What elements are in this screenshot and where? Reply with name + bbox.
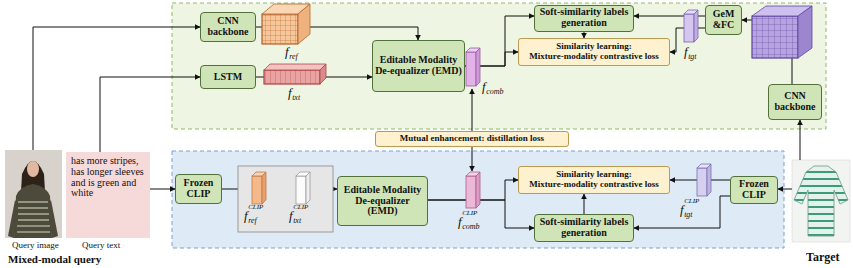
feature-bar [466, 48, 480, 86]
process-box: Frozen CLIP [175, 174, 222, 204]
feature-symbol: f [285, 45, 289, 58]
box-label: has more stripes, has longer sleeves and… [71, 156, 145, 199]
feature-superscript: CLIP [462, 210, 477, 217]
feature-subscript: comb [462, 223, 479, 231]
feature-subscript: txt [293, 217, 301, 225]
box-label: CNN backbone [203, 16, 253, 38]
loss-box: Mutual enhancement: distillation loss [375, 131, 569, 147]
feature-cube [262, 4, 310, 44]
process-box: Frozen CLIP [730, 176, 778, 204]
loss-box: Similarity learning:Mixture-modality con… [518, 38, 670, 66]
connector-arrow [428, 200, 534, 228]
box-label: Mixture-modality contrastive loss [529, 180, 658, 190]
feature-superscript: CLIP [248, 204, 263, 211]
box-label: GeM &FC [708, 9, 739, 31]
box-label: Soft-similarity labels generation [537, 7, 631, 29]
process-box: Soft-similarity labels generation [534, 5, 634, 32]
feature-symbol: f [482, 80, 486, 93]
box-label: Soft-similarity labels generation [537, 217, 631, 239]
feature-superscript: CLIP [684, 198, 699, 205]
feature-subscript: ref [289, 53, 298, 61]
feature-symbol: f [244, 209, 248, 222]
query-photo [5, 150, 62, 238]
box-label: Mutual enhancement: distillation loss [400, 134, 544, 144]
box-label: Frozen CLIP [733, 179, 775, 201]
image-caption: Query image [12, 241, 59, 250]
feature-symbol: f [684, 45, 688, 58]
query-text-box: has more stripes, has longer sleeves and… [66, 152, 150, 238]
distill-wire [472, 147, 473, 171]
distill-wire [472, 89, 473, 131]
target-photo [790, 160, 852, 242]
process-box: CNN backbone [768, 84, 822, 120]
teacher-region [172, 151, 784, 248]
module-box: Editable Modality De-equalizer (EMD) [337, 176, 428, 226]
feature-subscript: ref [248, 217, 257, 225]
feature-symbol: f [458, 215, 462, 228]
clip-feature-group [238, 166, 333, 232]
target-wire [800, 120, 801, 160]
query-caption: Mixed-modal query [8, 254, 101, 265]
box-label: Editable Modality De-equalizer (EMD) [340, 185, 425, 217]
process-box: Soft-similarity labels generation [534, 214, 634, 242]
box-label: CNN backbone [771, 91, 819, 113]
loss-box: Similarity learning:Mixture-modality con… [518, 166, 670, 194]
process-box: LSTM [200, 65, 256, 89]
feature-subscript: comb [486, 88, 503, 96]
module-box: Editable Modality De-equalizer (EMD) [372, 40, 465, 92]
text-tensor [264, 64, 326, 84]
feature-subscript: tgt [688, 53, 696, 61]
connector-arrow [634, 196, 730, 228]
feature-bar [697, 164, 711, 196]
image-wire [33, 27, 200, 150]
feature-bar [466, 172, 480, 208]
feature-subscript: tgt [684, 211, 692, 219]
target-wire [778, 189, 792, 190]
feature-symbol: f [289, 209, 293, 222]
box-label: LSTM [214, 72, 242, 83]
text-caption: Query text [82, 241, 120, 250]
feature-bar [684, 10, 698, 42]
box-heading: Similarity learning: [556, 170, 632, 180]
connector-arrow [584, 194, 585, 214]
connector-arrow [150, 189, 175, 190]
box-label: Editable Modality De-equalizer (EMD) [375, 55, 462, 77]
target-caption: Target [806, 251, 840, 263]
student-region [172, 3, 826, 129]
process-box: CNN backbone [200, 12, 256, 42]
feature-superscript: CLIP [293, 204, 308, 211]
box-label: Mixture-modality contrastive loss [529, 52, 658, 62]
box-label: Frozen CLIP [178, 178, 219, 200]
feature-symbol: f [680, 203, 684, 216]
box-heading: Similarity learning: [556, 42, 632, 52]
connector-arrow [100, 77, 200, 152]
feature-subscript: txt [292, 94, 300, 102]
feature-cube [752, 6, 812, 58]
process-box: GeM &FC [705, 5, 742, 35]
feature-symbol: f [288, 86, 292, 99]
